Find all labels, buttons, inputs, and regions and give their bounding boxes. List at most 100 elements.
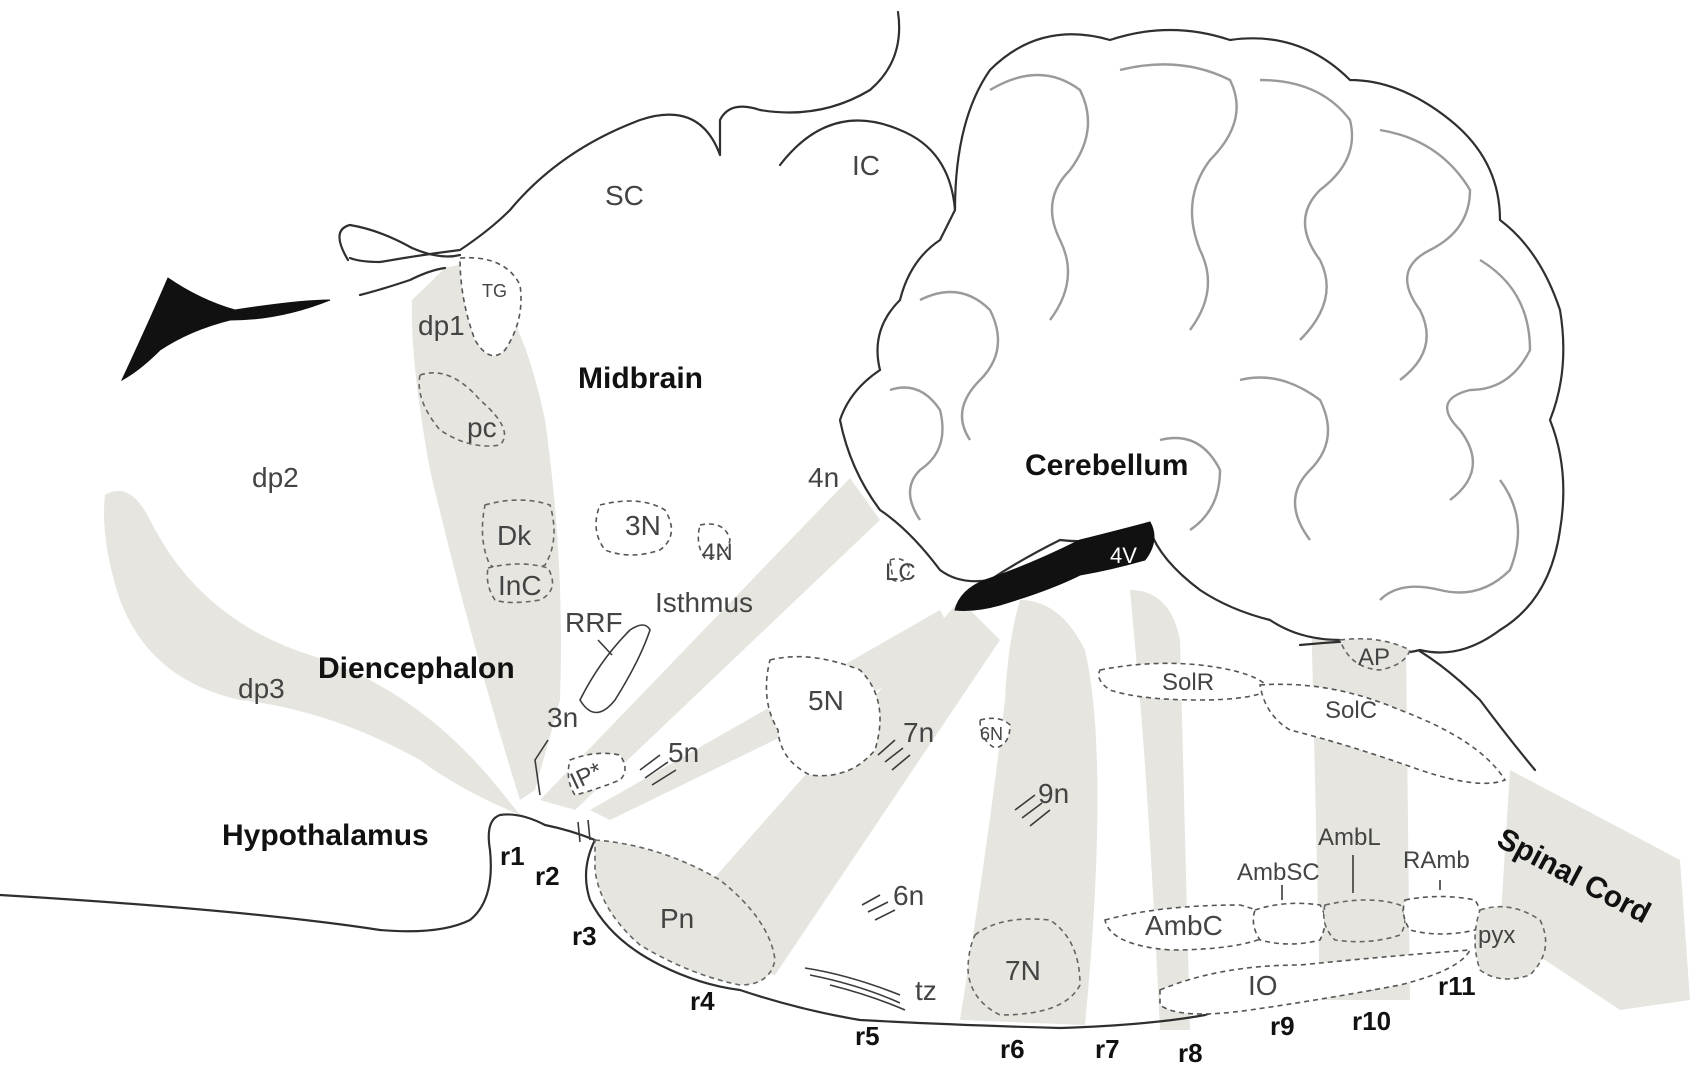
band-7n — [655, 600, 1000, 975]
label-ramb: RAmb — [1403, 847, 1470, 874]
label-dp2: dp2 — [252, 462, 299, 493]
band-r8 — [1130, 590, 1190, 1030]
label-midbrain: Midbrain — [578, 362, 703, 395]
nucleus-4n — [697, 523, 731, 559]
nucleus-pyx — [1474, 905, 1547, 980]
label-ambl: AmbL — [1318, 824, 1381, 851]
nucleus-ambc — [1104, 904, 1273, 951]
nucleus-dk — [481, 499, 555, 574]
nerve-5n-marks — [639, 754, 677, 786]
nucleus-ambl — [1322, 899, 1406, 943]
nucleus-lc — [889, 557, 911, 583]
label-pyx: pyx — [1478, 922, 1515, 949]
tectum-outline — [348, 10, 901, 264]
grey-bands — [104, 262, 1690, 1030]
fourth-ventricle — [954, 521, 1155, 611]
label-ambc: AmbC — [1145, 910, 1223, 941]
nerve-6n-marks — [861, 894, 896, 921]
label-diencephalon: Diencephalon — [318, 652, 515, 685]
label-3n-nerve: 3n — [547, 702, 578, 733]
rrf-pointer — [597, 639, 613, 656]
label-r9: r9 — [1270, 1011, 1295, 1041]
nerve-r2-marks — [577, 819, 591, 843]
label-rrf: RRF — [565, 607, 623, 638]
label-r10: r10 — [1352, 1006, 1391, 1036]
structure-labels: SC IC TG dp1 dp2 dp3 pc Dk InC 3N 4N 4n … — [238, 150, 1515, 1006]
band-dp3 — [104, 490, 520, 815]
label-inc: InC — [498, 570, 542, 601]
label-6n-nerve: 6n — [893, 880, 924, 911]
label-hypothalamus: Hypothalamus — [222, 819, 429, 852]
nucleus-solc — [1259, 683, 1507, 785]
nucleus-5n — [765, 655, 881, 777]
folia-2 — [1119, 63, 1238, 331]
folia-6 — [1379, 479, 1520, 601]
tg-outline — [338, 223, 462, 262]
label-7n-nucleus: 7N — [1005, 955, 1041, 986]
label-7n-nerve: 7n — [903, 717, 934, 748]
label-dp3: dp3 — [238, 673, 285, 704]
label-lc: LC — [885, 559, 916, 586]
label-solc: SolC — [1325, 697, 1377, 724]
label-r1: r1 — [500, 841, 525, 871]
folia-8 — [889, 386, 944, 521]
label-5n-nucleus: 5N — [808, 685, 844, 716]
nerve-marks — [534, 639, 1441, 1011]
label-4n-nerve: 4n — [808, 462, 839, 493]
nucleus-pc — [418, 371, 506, 447]
band-isthmus — [540, 478, 880, 810]
label-ambsc: AmbSC — [1237, 859, 1320, 886]
folia-4 — [1379, 128, 1472, 381]
nerve-9n-marks — [1014, 794, 1051, 827]
label-solr: SolR — [1162, 669, 1214, 696]
label-r6: r6 — [1000, 1034, 1025, 1064]
label-6n-nucleus: 6N — [980, 724, 1003, 744]
nucleus-pn — [594, 839, 776, 986]
label-r3: r3 — [572, 921, 597, 951]
band-r10 — [1310, 560, 1410, 1000]
folia-3 — [1259, 78, 1354, 341]
label-pc: pc — [467, 412, 497, 443]
label-dk: Dk — [497, 520, 532, 551]
label-9n-nerve: 9n — [1038, 778, 1069, 809]
nucleus-ambsc — [1252, 902, 1326, 945]
label-ap: AP — [1358, 644, 1390, 671]
label-ic: IC — [852, 150, 880, 181]
nerve-3n-line — [534, 739, 549, 796]
folia-5 — [1445, 258, 1532, 501]
nucleus-6n — [979, 717, 1011, 749]
label-isthmus: Isthmus — [655, 587, 753, 618]
rhombomere-labels: r1 r2 r3 r4 r5 r6 r7 r8 r9 r10 r11 — [500, 841, 1476, 1065]
label-pn: Pn — [660, 903, 694, 934]
nucleus-ap — [1338, 637, 1411, 671]
label-4v: 4V — [1110, 543, 1137, 568]
nucleus-ramb — [1402, 895, 1481, 935]
ventral-outline — [0, 813, 547, 933]
label-r2: r2 — [535, 861, 560, 891]
nucleus-rrf — [579, 624, 651, 714]
label-r7: r7 — [1095, 1034, 1120, 1064]
label-tg: TG — [482, 281, 507, 301]
nucleus-3n — [595, 500, 673, 556]
folia-1 — [989, 73, 1090, 321]
nucleus-io — [1159, 949, 1472, 1015]
folia-7 — [919, 290, 1000, 441]
nucleus-inc — [486, 563, 554, 604]
cerebellum-outline — [838, 28, 1565, 655]
label-cerebellum: Cerebellum — [1025, 449, 1188, 482]
label-io: IO — [1248, 970, 1278, 1001]
label-r5: r5 — [855, 1021, 880, 1051]
label-sc: SC — [605, 180, 644, 211]
folia-9 — [1239, 376, 1330, 541]
nucleus-tg — [459, 256, 522, 357]
label-5n-nerve: 5n — [668, 737, 699, 768]
tg-lower — [358, 266, 447, 297]
label-dp1: dp1 — [418, 310, 465, 341]
nerve-tz-marks — [804, 967, 906, 1011]
label-r4: r4 — [690, 986, 715, 1016]
band-spinal-cord — [1500, 770, 1690, 1010]
amb-pointers — [1281, 855, 1441, 900]
nucleus-7n — [967, 918, 1081, 1016]
